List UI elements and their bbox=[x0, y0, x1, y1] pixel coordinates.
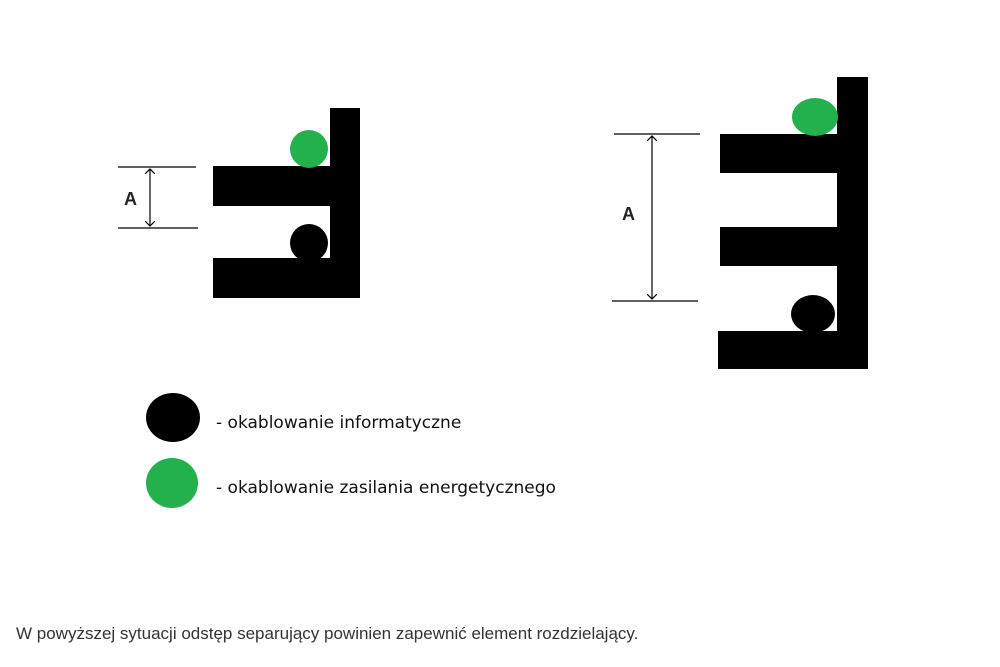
left-cable-tray bbox=[213, 108, 360, 298]
right-dimension: A bbox=[612, 133, 700, 302]
right-tray-bottom-shelf bbox=[718, 331, 868, 369]
legend-power-cable-label: - okablowanie zasilania energetycznego bbox=[216, 478, 556, 498]
right-power-cable bbox=[792, 98, 838, 136]
caption-text: W powyższej sytuacji odstęp separujący p… bbox=[16, 624, 639, 643]
right-dimension-label: A bbox=[622, 204, 635, 224]
legend-power-cable-swatch bbox=[146, 458, 198, 508]
right-tray-top-shelf bbox=[720, 134, 868, 173]
right-tray-wall bbox=[837, 77, 868, 369]
left-tray-upper-shelf bbox=[213, 166, 360, 206]
legend-data-cable-swatch bbox=[146, 393, 200, 442]
left-dimension-label: A bbox=[124, 189, 137, 209]
left-data-cable bbox=[290, 224, 328, 262]
right-data-cable bbox=[791, 295, 835, 333]
left-tray-lower-shelf bbox=[213, 258, 360, 298]
right-cable-tray bbox=[718, 77, 868, 369]
left-dimension: A bbox=[118, 166, 198, 229]
legend-data-cable-label: - okablowanie informatyczne bbox=[216, 413, 462, 433]
left-power-cable bbox=[290, 130, 328, 168]
right-tray-middle-shelf bbox=[720, 227, 868, 266]
